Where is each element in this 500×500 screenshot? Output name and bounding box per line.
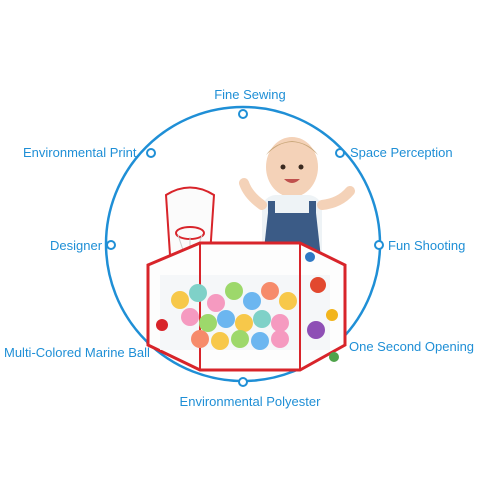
circle-node-icon — [374, 240, 384, 250]
circle-node-icon — [238, 377, 248, 387]
feature-label-space-perception: Space Perception — [350, 145, 453, 160]
ball-pit — [146, 241, 347, 372]
circle-node-icon — [238, 109, 248, 119]
polka-dots — [156, 252, 339, 362]
product-photo — [146, 137, 355, 372]
circle-node-icon — [146, 148, 156, 158]
feature-label-environmental-polyester: Environmental Polyester — [179, 394, 321, 409]
feature-label-marine-ball: Multi-Colored Marine Ball — [4, 345, 150, 360]
feature-label-fun-shooting: Fun Shooting — [388, 238, 466, 253]
feature-label-one-second-opening: One Second Opening — [349, 339, 475, 354]
feature-label-designer: Designer — [50, 238, 103, 253]
circle-node-icon — [106, 240, 116, 250]
feature-label-fine-sewing: Fine Sewing — [214, 87, 286, 102]
circle-node-icon — [335, 148, 345, 158]
feature-label-environmental-print: Environmental Print — [23, 145, 137, 160]
marine-balls — [171, 282, 297, 350]
toddler-head — [266, 137, 318, 197]
